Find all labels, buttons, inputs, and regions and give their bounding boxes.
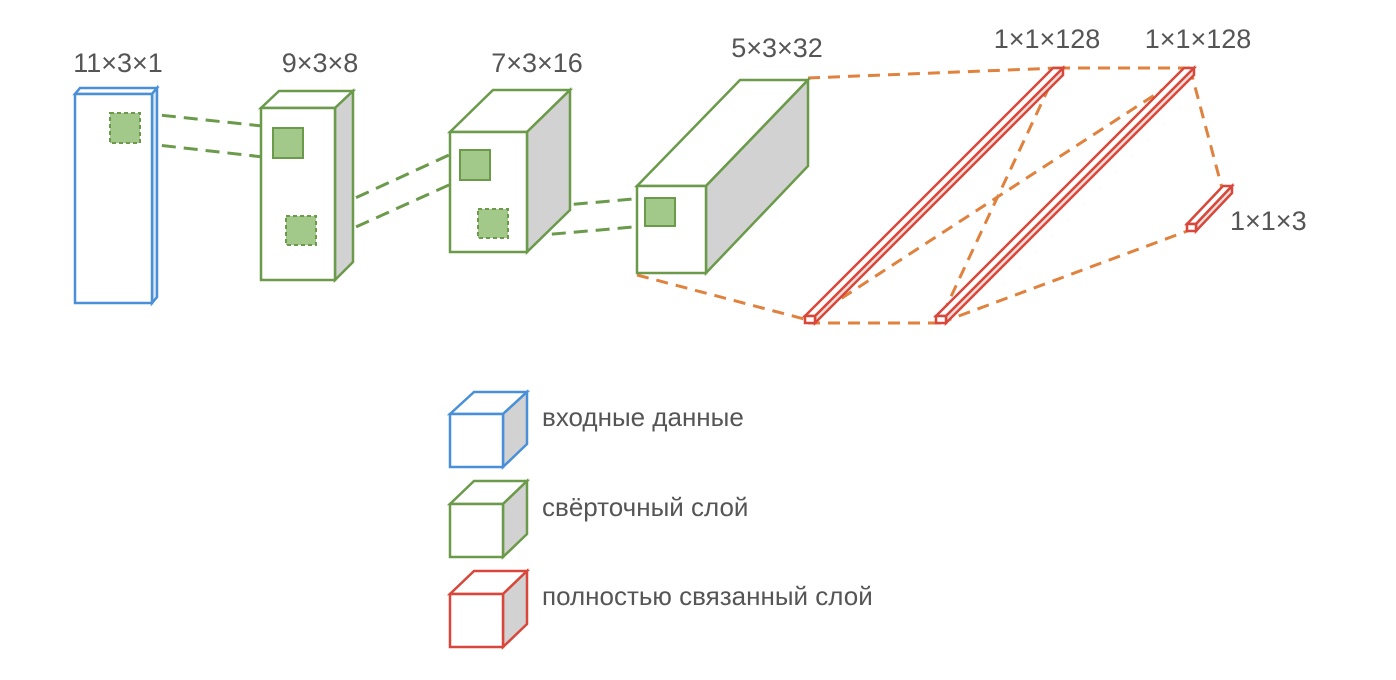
connector-fc1-to-fc2-cross-a xyxy=(938,67,1060,321)
connector-input-to-conv1-bottom xyxy=(139,141,273,160)
fc-layer-2 xyxy=(932,64,1198,327)
conv1-kernel-patch xyxy=(285,215,317,246)
conv1-side xyxy=(333,88,355,284)
fc1-side xyxy=(813,64,1065,327)
legend-input-front xyxy=(448,412,505,469)
fc2-side xyxy=(944,64,1196,327)
conv1-output-patch xyxy=(272,127,304,159)
connector-fc1-to-fc2-cross-b xyxy=(807,70,1191,322)
conv2-output-patch xyxy=(459,149,491,181)
connector-fc2-to-fc3-bottom xyxy=(939,228,1191,325)
connector-conv3-to-fc1-bottom xyxy=(636,273,809,322)
conv2-label: 7×3×16 xyxy=(491,48,583,78)
conv1-label: 9×3×8 xyxy=(282,48,359,78)
conv-layer-3 xyxy=(634,76,811,277)
connector-conv3-to-fc1-top xyxy=(807,66,1059,80)
legend-input-label: входные данные xyxy=(542,402,744,432)
fc-layer-1 xyxy=(801,64,1067,327)
fc3-label: 1×1×3 xyxy=(1230,206,1307,236)
legend-conv-front xyxy=(448,502,505,559)
legend-item-input: входные данные xyxy=(446,389,744,470)
conv2-kernel-patch xyxy=(477,208,509,239)
fc2-label: 1×1×128 xyxy=(1145,24,1252,54)
conv3-label: 5×3×32 xyxy=(731,33,823,63)
legend: входные данные свёрточный слой полностью… xyxy=(446,389,873,650)
fc-layer-3 xyxy=(1184,182,1235,235)
fc3-front xyxy=(1185,222,1198,233)
legend-conv-label: свёрточный слой xyxy=(542,492,748,522)
conv3-output-patch xyxy=(644,197,676,227)
legend-item-fc: полностью связанный слой xyxy=(446,568,873,650)
fc2-front xyxy=(934,314,948,325)
legend-item-conv: свёрточный слой xyxy=(446,478,748,560)
conv-layer-1 xyxy=(257,88,357,284)
fc1-front xyxy=(803,314,817,325)
input-kernel-patch xyxy=(109,112,141,144)
conv-layer-2 xyxy=(446,87,574,255)
input-layer xyxy=(72,84,160,307)
connector-fc2-to-fc3-top xyxy=(1188,67,1224,189)
legend-fc-label: полностью связанный слой xyxy=(542,581,873,611)
legend-fc-front xyxy=(448,592,505,649)
connector-input-to-conv1-top xyxy=(139,111,273,129)
input-layer-label: 11×3×1 xyxy=(73,48,163,78)
fc-connectors xyxy=(636,66,1224,325)
fc1-label: 1×1×128 xyxy=(994,24,1101,54)
